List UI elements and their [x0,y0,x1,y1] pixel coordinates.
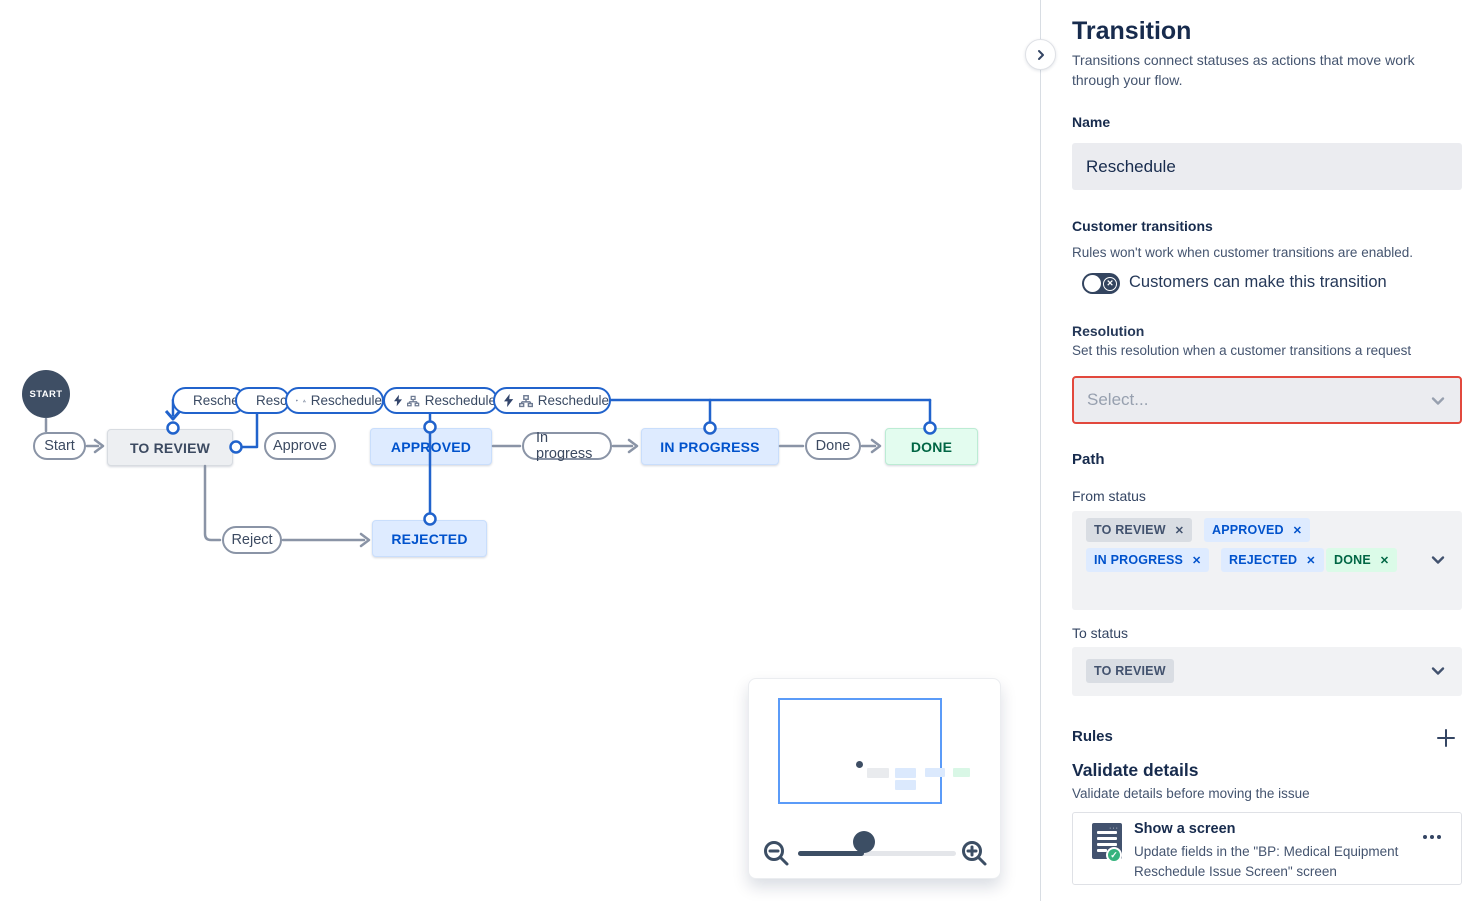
branch-condition-icon [302,399,306,402]
remove-icon[interactable]: ✕ [1379,554,1390,567]
zoom-in-icon[interactable] [961,840,988,872]
name-label: Name [1072,114,1111,130]
to-status-chip: TO REVIEW [1086,659,1174,683]
to-status-select[interactable]: TO REVIEW [1072,647,1462,696]
resolution-label: Resolution [1072,323,1145,339]
chip-label: TO REVIEW [1094,523,1166,537]
panel-description: Transitions connect statuses as actions … [1072,52,1415,88]
chevron-down-icon[interactable] [1430,553,1446,571]
transition-approve[interactable]: Approve [264,432,336,460]
minimap-status-rejected [895,780,916,790]
resolution-select[interactable]: Select... [1072,376,1462,424]
minimap-start-node [856,761,863,768]
workflow-canvas[interactable]: START Start Approve In progress Done Rej… [0,0,1040,901]
from-status-chip-in-progress: IN PROGRESS ✕ [1086,548,1210,572]
screen-document-icon: ··· ✓ [1092,823,1122,863]
zoom-out-icon[interactable] [763,840,790,872]
status-rejected[interactable]: REJECTED [372,520,487,557]
chip-label: APPROVED [1212,523,1284,537]
minimap-status-done [953,768,970,777]
transition-done[interactable]: Done [805,432,861,460]
transition-start[interactable]: Start [33,432,86,460]
transition-in-progress[interactable]: In progress [522,430,612,462]
toggle-label: Customers can make this transition [1129,273,1387,291]
reschedule-chip-2[interactable]: Reschedule [235,387,290,414]
zoom-slider-thumb[interactable] [853,831,875,853]
minimap [748,678,1001,879]
from-status-chip-to-review: TO REVIEW ✕ [1086,518,1193,542]
remove-icon[interactable]: ✕ [1174,524,1185,537]
transition-reject[interactable]: Reject [222,526,282,554]
chip-label: REJECTED [1229,553,1298,567]
from-status-chip-done: DONE ✕ [1326,548,1398,572]
status-to-review[interactable]: TO REVIEW [107,429,233,466]
more-options-icon[interactable] [1417,829,1447,845]
rules-heading: Rules [1072,728,1113,745]
from-status-select[interactable]: TO REVIEW ✕ APPROVED ✕ IN PROGRESS ✕ REJ… [1072,511,1462,610]
chip-label: Reschedule [537,393,609,408]
collapse-panel-button[interactable] [1025,39,1056,70]
customer-transitions-label: Customer transitions [1072,218,1213,234]
toggle-off-icon: ✕ [1103,276,1117,291]
remove-icon[interactable]: ✕ [1306,554,1316,567]
check-badge-icon: ✓ [1106,847,1122,863]
branch-condition-icon [407,395,420,406]
rule-lightning-icon [296,399,298,402]
rule-lightning-icon [504,393,514,408]
remove-icon[interactable]: ✕ [1192,554,1202,567]
from-status-chip-rejected: REJECTED ✕ [1221,548,1324,572]
reschedule-chip-5[interactable]: Reschedule [493,387,611,414]
validate-details-subtitle: Validate details before moving the issue [1072,786,1310,801]
to-status-label: To status [1072,625,1129,641]
reschedule-chip-3[interactable]: Reschedule [285,387,384,414]
start-node[interactable]: START [22,370,70,418]
customer-transitions-note: Rules won't work when customer transitio… [1072,245,1413,260]
status-done[interactable]: DONE [885,428,978,465]
rule-description: Update fields in the "BP: Medical Equipm… [1134,844,1399,879]
resolution-placeholder: Select... [1087,390,1149,409]
chip-label: IN PROGRESS [1094,553,1184,567]
path-heading: Path [1072,451,1105,468]
chip-label: Reschedule [310,393,382,408]
zoom-slider-track[interactable] [798,851,956,856]
status-in-progress[interactable]: IN PROGRESS [641,428,779,465]
chevron-down-icon[interactable] [1430,664,1446,682]
rule-lightning-icon [394,394,403,407]
minimap-status-approved [895,768,916,778]
chip-label: DONE [1334,553,1371,567]
plus-icon [1437,729,1455,747]
chevron-down-icon [1430,394,1446,412]
status-approved[interactable]: APPROVED [370,428,492,465]
rule-card-show-a-screen[interactable]: ··· ✓ Show a screen Update fields in the… [1072,812,1462,885]
minimap-status-in-progress [925,768,945,777]
minimap-status-to-review [867,768,889,778]
add-rule-button[interactable] [1430,722,1462,754]
chevron-right-icon [1037,49,1044,60]
reschedule-chip-4[interactable]: Reschedule [383,387,498,414]
customer-transitions-toggle[interactable]: ✕ [1082,273,1120,294]
from-status-label: From status [1072,488,1146,504]
transition-panel: Transition Transitions connect statuses … [1025,0,1481,901]
page-title: Transition [1072,17,1192,45]
remove-icon[interactable]: ✕ [1292,524,1303,537]
chip-label: Reschedule [424,393,496,408]
resolution-note: Set this resolution when a customer tran… [1072,343,1412,358]
chip-label: TO REVIEW [1094,664,1166,678]
branch-condition-icon [518,394,533,407]
from-status-chip-approved: APPROVED ✕ [1204,518,1311,542]
name-input[interactable] [1072,143,1462,190]
validate-details-heading: Validate details [1072,760,1199,780]
toggle-knob [1084,275,1101,292]
minimap-viewport[interactable] [778,698,970,804]
rule-title: Show a screen [1134,821,1236,837]
